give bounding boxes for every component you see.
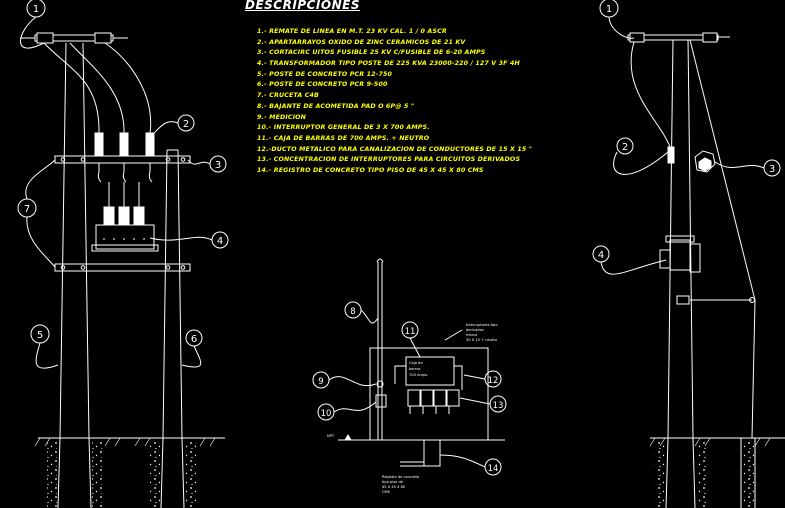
side-pole (655, 37, 756, 508)
callout-4-left (149, 231, 229, 249)
descriptions-title: DESCRIPCIONES (245, 0, 360, 12)
description-item: 4.- TRANSFORMADOR TIPO POSTE DE 225 KVA … (257, 60, 520, 68)
register-line-3: 45 X 45 X 80 (382, 485, 406, 489)
metallic-duct (394, 365, 463, 390)
callout-7-label: 7 (24, 204, 30, 215)
left-elevation (17, 0, 229, 508)
ground-level-label: NPT (327, 434, 335, 438)
primary-lead-1 (43, 42, 100, 134)
branch-breakers (407, 389, 460, 414)
callout-r1-label: 1 (606, 4, 612, 15)
callout-7-left (17, 159, 56, 268)
callout-r1 (599, 0, 635, 39)
callout-10 (317, 401, 377, 421)
callout-6-label: 6 (191, 334, 197, 345)
busbar-label-2: barras (409, 367, 421, 371)
pole-pcr-9-500 (150, 149, 196, 508)
callout-11-label: 11 (405, 327, 416, 337)
side-cutouts (667, 146, 716, 173)
callout-r3-label: 3 (769, 164, 775, 175)
center-texts: 8 9 10 11 12 13 14 (318, 307, 503, 474)
transformer-225kva (91, 182, 159, 252)
note-line-1: Interruptores tipo (466, 323, 498, 327)
description-item: 12.-DUCTO METALICO PARA CANALIZACION DE … (257, 145, 533, 153)
panel-small-texts: Caja de barras 700 Amps. Interruptores t… (327, 323, 498, 494)
meter (376, 380, 384, 388)
primary-lead-2 (69, 42, 125, 134)
lightning-arresters (94, 132, 155, 183)
callout-2-left (151, 114, 195, 136)
busbar-label-1: Caja de (409, 361, 423, 365)
callout-13-label: 13 (493, 401, 504, 411)
callout-4-label: 4 (217, 236, 223, 247)
callout-r2 (613, 137, 669, 175)
callout-2-label: 2 (183, 119, 189, 130)
callout-3-left (187, 155, 227, 173)
register-line-2: tipo piso de (382, 480, 404, 484)
description-item: 10.- INTERRUPTOR GENERAL DE 3 X 700 AMPS… (257, 124, 430, 132)
callout-r2-label: 2 (622, 142, 628, 153)
side-primary-lead (630, 41, 671, 148)
description-item: 13.- CONCENTRACION DE INTERRUPTORES PARA… (257, 156, 521, 164)
callout-5-left (30, 324, 59, 369)
crossarm-c4b-upper (54, 155, 191, 272)
main-switch (375, 394, 387, 408)
callout-14 (439, 454, 502, 476)
callout-3-label: 3 (215, 160, 221, 171)
description-item: 6.- POSTE DE CONCRETO PCR 9-500 (257, 81, 388, 89)
description-item: 9.- MEDICION (257, 113, 307, 121)
note-line-2: derivados (466, 328, 484, 332)
description-item: 14.- REGISTRO DE CONCRETO TIPO PISO DE 4… (257, 166, 484, 174)
meter-panel-diagram (312, 258, 507, 476)
callout-8 (344, 301, 379, 324)
pole-pcr-12-750 (47, 42, 102, 508)
top-crossarm (20, 32, 128, 44)
callout-9-label: 9 (318, 377, 323, 387)
right-elevation (592, 0, 785, 508)
callout-12-label: 12 (488, 376, 499, 386)
callout-1-label: 1 (33, 4, 39, 15)
callout-r4-label: 4 (598, 250, 604, 261)
register-line-4: CMS (382, 490, 391, 494)
callout-10-label: 10 (321, 409, 332, 419)
callout-14-label: 14 (488, 464, 499, 474)
description-item: 7.- CRUCETA C4B (257, 92, 320, 100)
description-item: 8.- BAJANTE DE ACOMETIDA PAD O 6P@ 5 " (257, 102, 415, 110)
left-callout-texts: 1 2 3 4 5 6 7 (24, 4, 223, 345)
note-line-3: marca (466, 333, 477, 337)
concrete-register (423, 439, 441, 467)
callout-11 (401, 321, 421, 358)
ground-hatch-left (34, 437, 216, 447)
right-callout-texts: 1 2 3 4 (598, 4, 775, 261)
panel-enclosure (369, 347, 489, 441)
busbar-label-3: 700 Amps. (409, 373, 428, 377)
callout-r4 (592, 245, 667, 275)
callout-9 (312, 371, 377, 389)
callout-5-label: 5 (37, 330, 43, 341)
primary-lead-3 (104, 42, 152, 134)
guy-wire (689, 39, 756, 439)
busbar-box (405, 356, 455, 386)
description-item: 1.- REMATE DE LINEA EN M.T. 23 KV CAL. 1… (257, 28, 447, 35)
side-transformer (659, 235, 701, 273)
callout-1-left (20, 0, 46, 49)
note-line-4: 30 X 15 + neutro (466, 338, 497, 342)
description-item: 2.- APARTARRAYOS OXIDO DE ZINC CERAMICOS… (257, 38, 466, 46)
register-line-1: Registro de concreto (382, 475, 419, 479)
description-item: 11.- CAJA DE BARRAS DE 700 AMPS. + NEUTR… (257, 134, 430, 142)
callout-12 (463, 370, 502, 388)
descriptions-list: 1.- REMATE DE LINEA EN M.T. 23 KV CAL. 1… (257, 27, 532, 177)
side-top-hardware (627, 32, 730, 43)
callout-13 (459, 395, 507, 413)
callout-8-label: 8 (350, 307, 355, 317)
callout-r3 (714, 159, 781, 177)
callout-6-left (181, 329, 203, 368)
description-item: 3.- CORTACIRC UITOS FUSIBLE 25 KV C/FUSI… (257, 49, 486, 57)
description-item: 5.- POSTE DE CONCRETO PCR 12-750 (257, 70, 393, 78)
